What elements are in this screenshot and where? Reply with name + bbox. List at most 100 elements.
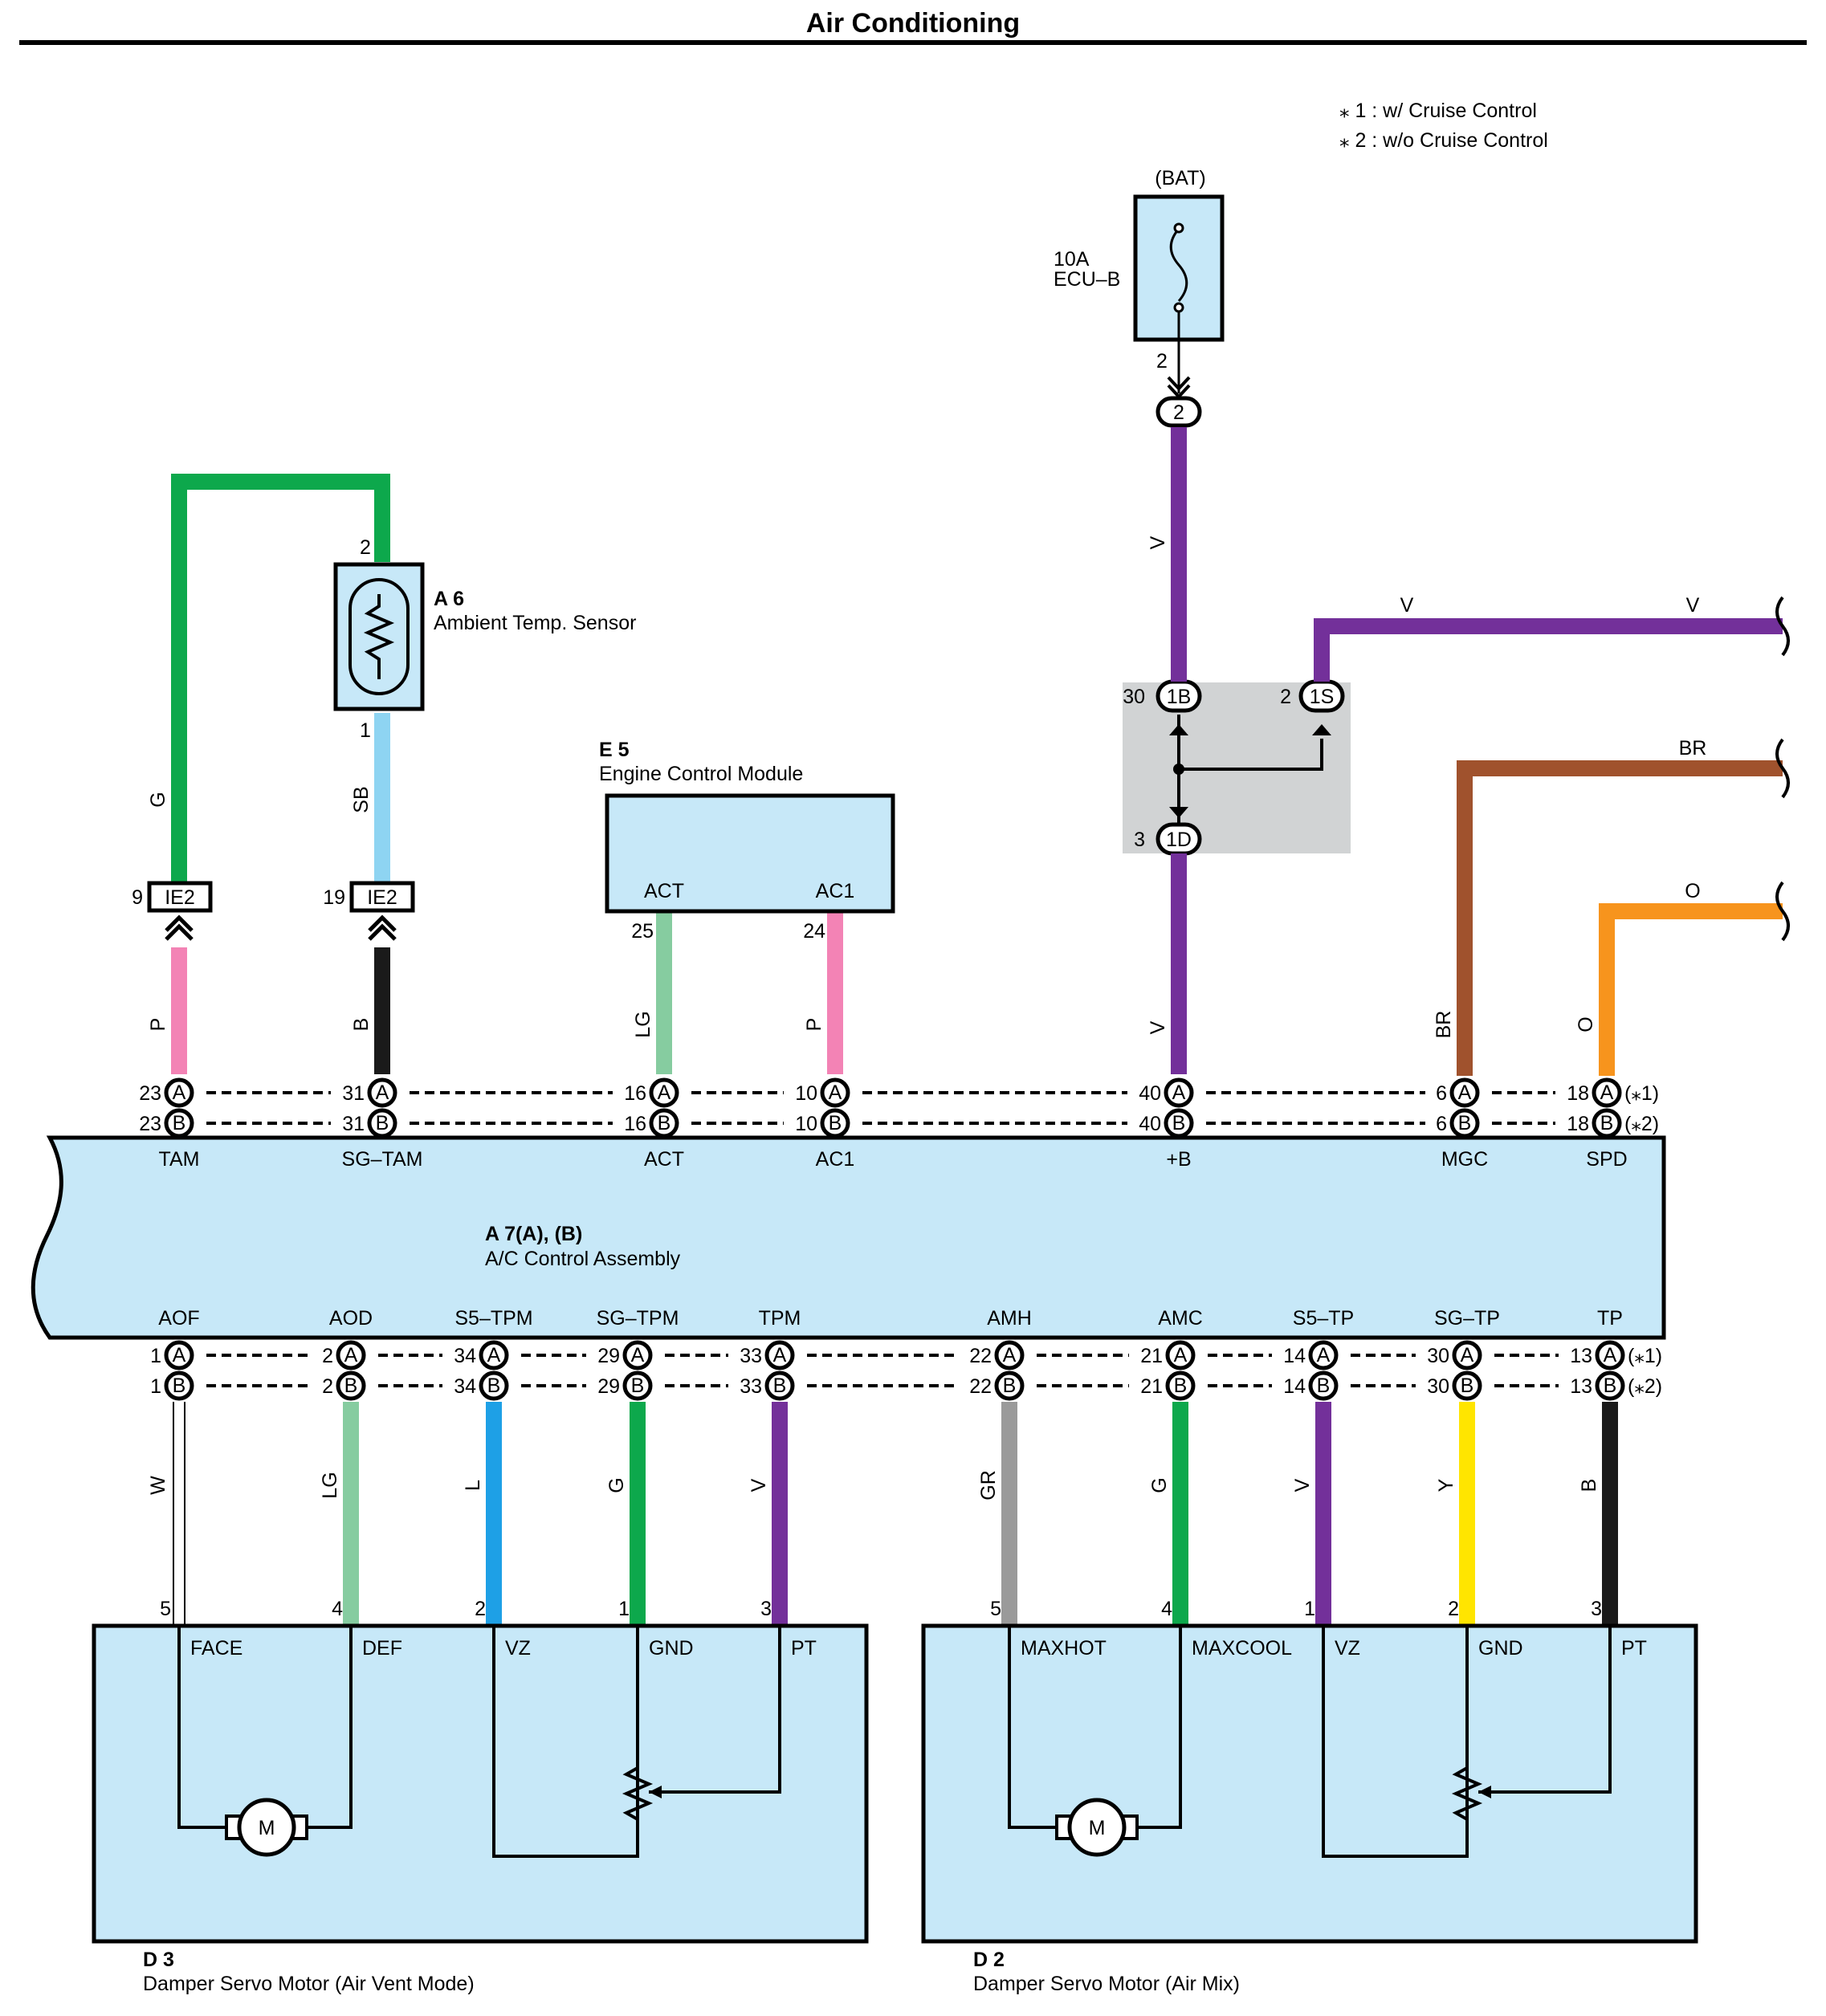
wire-v-continues-icon <box>1775 596 1790 657</box>
wire-label-top-8: BR <box>1433 1011 1455 1039</box>
ecm-terminal-act: ACT <box>644 880 684 902</box>
bottom-connector-a-5 <box>994 1340 1025 1370</box>
junction-1b-pin: 30 <box>1123 686 1145 708</box>
bottom-connector-a-9 <box>1595 1340 1625 1370</box>
bottom-connector-a-2 <box>479 1340 509 1370</box>
top-pin-a-0: 23 <box>139 1082 161 1105</box>
servo1-terminal-1: DEF <box>362 1637 402 1660</box>
top-terminals: A23B23TAMA31B31SG–TAMA16B16ACTA10B10AC1A… <box>139 1077 1659 1171</box>
top-terminal-4: +B <box>1166 1148 1191 1171</box>
junction-bus <box>1179 739 1323 771</box>
bottom-letter-b-1: B <box>344 1375 358 1397</box>
bottom-letter-b-9: B <box>1604 1375 1617 1397</box>
page-title: Air Conditioning <box>805 8 1021 39</box>
wire-label-bottom-3: G <box>605 1477 628 1493</box>
junction-1b-label: 1B <box>1167 686 1192 708</box>
ecm-id: E 5 <box>599 739 630 761</box>
junction-1s-pin: 2 <box>1280 686 1291 708</box>
bottom-terminal-7: S5–TP <box>1293 1307 1354 1330</box>
wire-label-bottom-1: LG <box>319 1472 341 1498</box>
servo2-terminal-3: GND <box>1478 1637 1523 1660</box>
bottom-connector-a-3 <box>622 1340 653 1370</box>
servo2-pin-3: 2 <box>1448 1598 1459 1620</box>
top-letter-b-2: B <box>658 1112 671 1134</box>
top-connector-a-5 <box>1449 1077 1480 1108</box>
wire-label-top-3: B <box>350 1018 373 1032</box>
servo2-pin-1: 4 <box>1161 1598 1172 1620</box>
servo2-pot-leads <box>1322 1626 1612 1858</box>
top-pin-b-0: 23 <box>139 1113 161 1135</box>
top-variant-2: (⁎2) <box>1624 1113 1659 1135</box>
bottom-connector-a-7 <box>1308 1340 1339 1370</box>
servo1-pin-0: 5 <box>160 1598 171 1620</box>
servo1-pin-1: 4 <box>332 1598 343 1620</box>
fuse-terminal-bottom <box>1173 302 1184 313</box>
top-pin-b-4: 40 <box>1139 1113 1161 1135</box>
junction-arrow-1b <box>1169 724 1188 735</box>
top-letter-b-1: B <box>376 1112 389 1134</box>
servo1-terminal-3: GND <box>649 1637 694 1660</box>
fuse-source: (BAT) <box>1155 167 1205 189</box>
bottom-pin-a-9: 13 <box>1570 1345 1592 1367</box>
junction-2-connector <box>1156 396 1202 428</box>
ie2-connector-1 <box>147 881 213 913</box>
servo1-pot-leads <box>492 1626 781 1858</box>
servo2-id: D 2 <box>973 1949 1005 1971</box>
engine-control-module <box>605 793 895 914</box>
sensor-pin-bottom: 1 <box>360 719 371 742</box>
wire-label-bottom-2: L <box>462 1480 484 1491</box>
fuse-rating: 10A <box>1054 248 1090 271</box>
bottom-terminal-5: AMH <box>987 1307 1032 1330</box>
ie2-arrow-2 <box>368 914 397 941</box>
wire-label-bottom-8: Y <box>1435 1478 1457 1492</box>
top-letter-b-5: B <box>1458 1112 1472 1134</box>
bottom-terminal-3: SG–TPM <box>597 1307 679 1330</box>
bottom-connector-b-5 <box>994 1370 1025 1401</box>
bottom-connector-a-1 <box>336 1340 366 1370</box>
bottom-terminal-6: AMC <box>1158 1307 1203 1330</box>
note-1: ⁎ 1 : w/ Cruise Control <box>1339 100 1537 122</box>
top-connector-a-3 <box>820 1077 850 1108</box>
wire-o-continues-icon <box>1775 881 1790 942</box>
top-connector-a-1 <box>367 1077 397 1108</box>
bottom-letter-b-5: B <box>1003 1375 1017 1397</box>
top-connector-b-5 <box>1449 1108 1480 1138</box>
servo1-potentiometer-icon <box>622 1758 654 1829</box>
top-letter-a-2: A <box>658 1081 671 1104</box>
wire-label-top-11: V <box>1686 594 1700 617</box>
ecm-terminal-ac1: AC1 <box>816 880 855 902</box>
wire-label-bottom-7: V <box>1291 1478 1314 1492</box>
top-connector-b-0 <box>164 1108 194 1138</box>
junction-1d-label: 1D <box>1166 829 1192 851</box>
wire-label-top-10: V <box>1400 594 1414 617</box>
bottom-connector-b-2 <box>479 1370 509 1401</box>
wire-br-continues-icon <box>1775 738 1790 799</box>
servo2-name: Damper Servo Motor (Air Mix) <box>973 1973 1240 1995</box>
servo-motor-air-vent-mode <box>92 1623 869 1944</box>
bottom-letter-a-4: A <box>773 1344 787 1366</box>
bottom-pin-a-3: 29 <box>597 1345 620 1367</box>
bottom-pin-b-1: 2 <box>322 1375 333 1398</box>
bottom-pin-a-2: 34 <box>454 1345 476 1367</box>
servo1-terminal-0: FACE <box>190 1637 243 1660</box>
assembly-id: A 7(A), (B) <box>485 1223 582 1245</box>
bottom-terminal-1: AOD <box>329 1307 373 1330</box>
bottom-pin-b-0: 1 <box>150 1375 161 1398</box>
top-connector-b-2 <box>649 1108 679 1138</box>
servo2-terminal-4: PT <box>1621 1637 1647 1660</box>
bottom-terminal-9: TP <box>1597 1307 1623 1330</box>
bottom-connector-b-9 <box>1595 1370 1625 1401</box>
fuse-terminal-top <box>1173 222 1184 234</box>
servo1-name: Damper Servo Motor (Air Vent Mode) <box>143 1973 475 1995</box>
top-variant-1: (⁎1) <box>1624 1082 1659 1105</box>
top-pin-b-5: 6 <box>1436 1113 1447 1135</box>
wire-label-bottom-4: V <box>748 1478 770 1492</box>
wire-label-bottom-6: G <box>1148 1477 1171 1493</box>
bottom-connector-a-6 <box>1165 1340 1196 1370</box>
bottom-letter-a-9: A <box>1604 1344 1617 1366</box>
bottom-letter-b-7: B <box>1317 1375 1331 1397</box>
bottom-letter-b-0: B <box>173 1375 186 1397</box>
top-pin-b-1: 31 <box>342 1113 365 1135</box>
servo2-motor-leads <box>1008 1626 1182 1829</box>
